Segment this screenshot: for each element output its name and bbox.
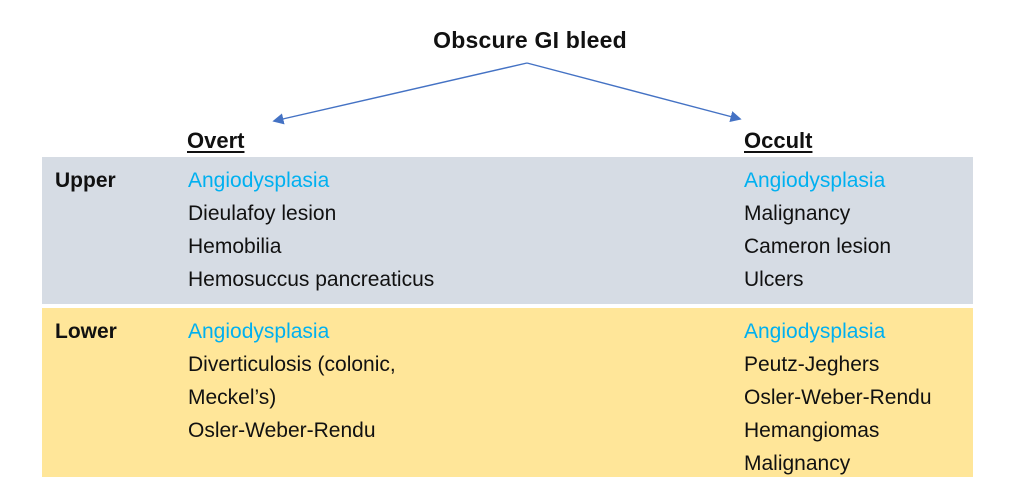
upper-row-band: Upper Angiodysplasia Dieulafoy lesion He… — [42, 157, 973, 304]
list-item: Osler-Weber-Rendu — [188, 419, 376, 442]
left-branch-arrow — [272, 62, 528, 125]
list-item: Dieulafoy lesion — [188, 202, 337, 225]
list-item: Hemobilia — [188, 235, 282, 258]
upper-occult-list: Angiodysplasia Malignancy Cameron lesion… — [744, 164, 989, 296]
list-item: Malignancy — [744, 452, 851, 475]
list-item: Hemosuccus pancreaticus — [188, 268, 435, 291]
diagram-title: Obscure GI bleed — [433, 27, 627, 53]
list-item: Diverticulosis (colonic, Meckel’s) — [188, 353, 396, 409]
list-item: Angiodysplasia — [188, 320, 330, 343]
list-item: Cameron lesion — [744, 235, 892, 258]
list-item: Angiodysplasia — [744, 320, 886, 343]
row-label-lower: Lower — [55, 320, 117, 343]
list-item: Ulcers — [744, 268, 804, 291]
lower-row-band: Lower Angiodysplasia Diverticulosis (col… — [42, 308, 973, 477]
list-item: Angiodysplasia — [188, 169, 330, 192]
list-item: Peutz-Jeghers — [744, 353, 880, 376]
column-header-overt: Overt — [187, 128, 245, 153]
lower-occult-list: Angiodysplasia Peutz-Jeghers Osler-Weber… — [744, 315, 989, 480]
list-item: Angiodysplasia — [744, 169, 886, 192]
list-item: Malignancy — [744, 202, 851, 225]
right-branch-arrow — [526, 62, 742, 122]
upper-overt-list: Angiodysplasia Dieulafoy lesion Hemobili… — [188, 164, 508, 296]
column-header-occult: Occult — [744, 128, 813, 153]
list-item: Osler-Weber-Rendu — [744, 386, 932, 409]
list-item: Hemangiomas — [744, 419, 880, 442]
lower-overt-list: Angiodysplasia Diverticulosis (colonic, … — [188, 315, 508, 447]
row-label-upper: Upper — [55, 169, 116, 192]
